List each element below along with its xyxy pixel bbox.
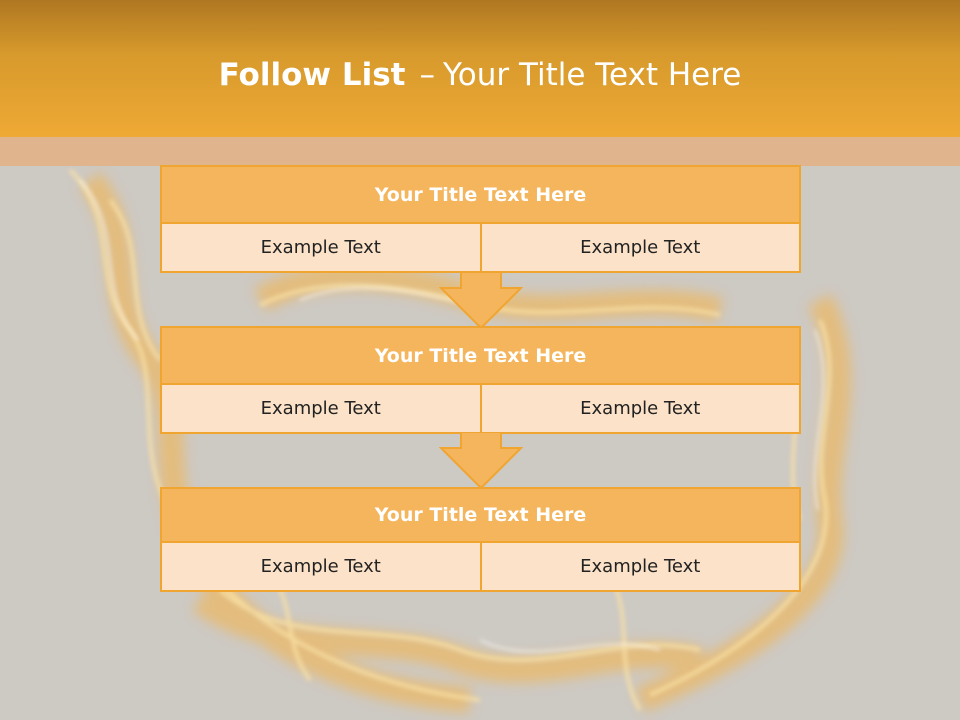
block-row: Example Text Example Text — [162, 385, 799, 432]
block-row: Example Text Example Text — [162, 224, 799, 271]
list-block-1: Your Title Text Here Example Text Exampl… — [160, 165, 801, 273]
block-cell-left: Example Text — [162, 224, 480, 271]
list-block-2: Your Title Text Here Example Text Exampl… — [160, 326, 801, 434]
block-title: Your Title Text Here — [162, 489, 799, 543]
slide-title: Follow List–Your Title Text Here — [0, 54, 960, 96]
block-title: Your Title Text Here — [162, 167, 799, 224]
block-cell-right: Example Text — [479, 224, 799, 271]
block-cell-right: Example Text — [479, 385, 799, 432]
header-band — [0, 0, 960, 137]
slide-title-bold: Follow List — [218, 57, 406, 93]
block-cell-left: Example Text — [162, 543, 480, 590]
block-row: Example Text Example Text — [162, 543, 799, 590]
header-strip — [0, 137, 960, 166]
block-cell-right: Example Text — [479, 543, 799, 590]
down-arrow-icon — [439, 432, 523, 490]
slide-title-separator: – — [419, 57, 435, 93]
block-title: Your Title Text Here — [162, 328, 799, 385]
down-arrow-icon — [439, 272, 523, 330]
slide-title-rest: Your Title Text Here — [442, 57, 742, 93]
block-cell-left: Example Text — [162, 385, 480, 432]
list-block-3: Your Title Text Here Example Text Exampl… — [160, 487, 801, 592]
